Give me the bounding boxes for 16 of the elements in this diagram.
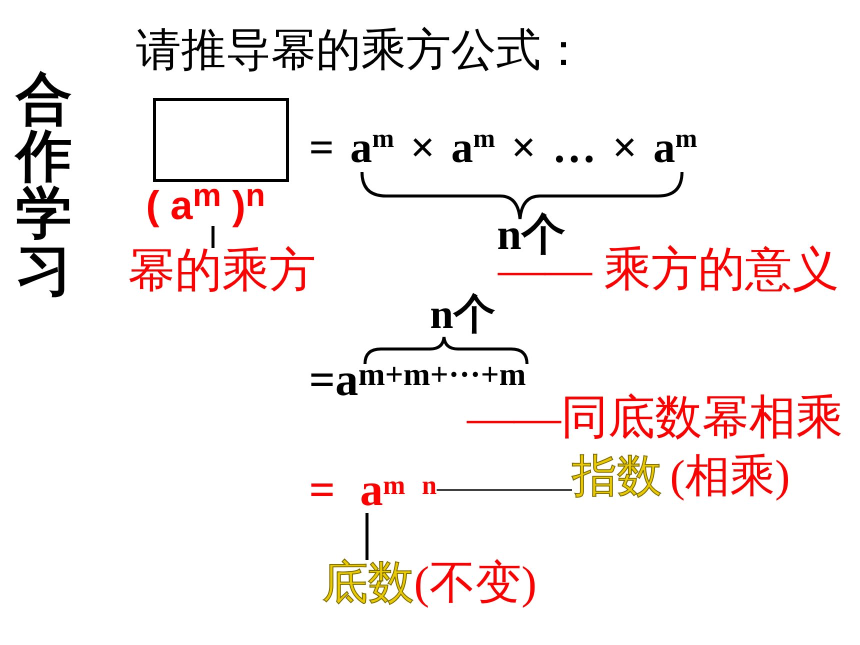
annotation-text: 指数 xyxy=(572,451,662,501)
answer-box xyxy=(153,98,289,182)
term-label: 幂的乘方 xyxy=(128,248,316,295)
annotation-text: (相乘) xyxy=(670,451,790,501)
leader-line xyxy=(366,513,368,560)
equals-sign: = xyxy=(309,467,336,513)
power-result: a$^{m n}$ xyxy=(360,467,437,513)
equation: = a$^{m}$ × a$^{m}$ × … × a$^{m}$ xyxy=(309,126,698,170)
leader-line xyxy=(436,489,572,491)
count-label: n个 xyxy=(430,294,496,336)
power-expression: ( a$^{m}$ )$^{n}$ xyxy=(146,186,266,226)
vertical-heading: 合作学习 xyxy=(16,70,73,298)
annotation-text: 底数 xyxy=(322,557,414,608)
leader-line xyxy=(212,226,214,248)
title: 请推导幂的乘方公式： xyxy=(136,28,586,73)
annotation-text: (不变) xyxy=(414,557,537,608)
